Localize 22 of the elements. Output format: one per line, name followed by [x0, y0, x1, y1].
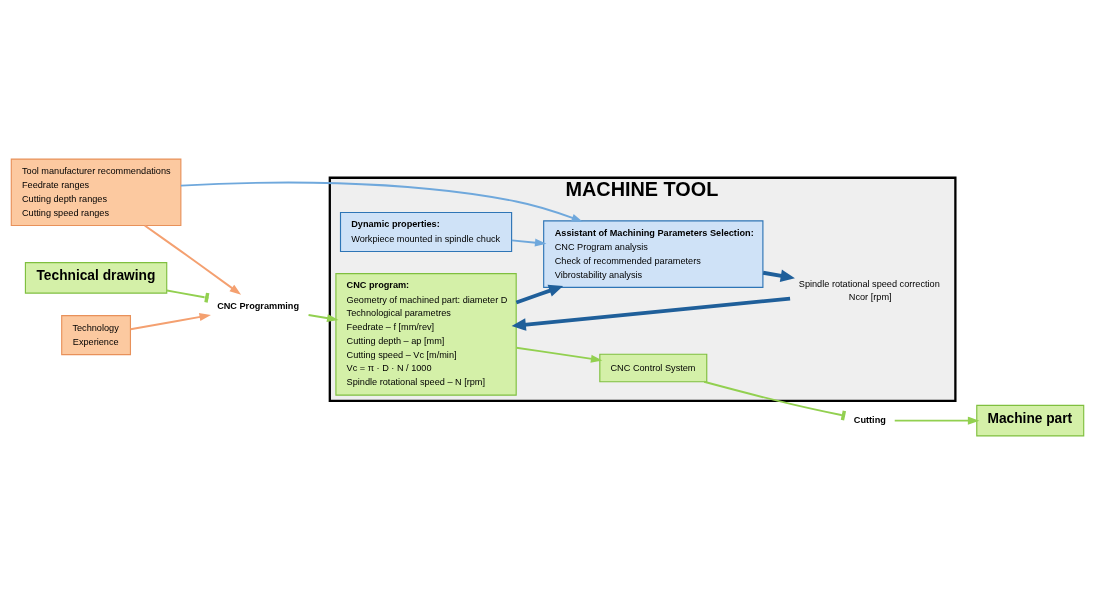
connector — [703, 380, 847, 421]
arrow — [893, 416, 980, 425]
arrow — [510, 238, 547, 247]
node-text: Spindle rotational speed correction Ncor [rpm] — [798, 278, 940, 303]
arrow — [307, 314, 339, 323]
node-text: CNC Programming — [217, 300, 300, 311]
arrow — [515, 284, 564, 305]
arrow — [179, 181, 584, 222]
node-box: Technology Experience — [61, 315, 132, 356]
arrow — [762, 269, 795, 282]
node-box: Tool manufacturer recommendations Feedrate ranges Cutting depth ranges Cutting speed ranges — [10, 158, 182, 227]
node-box: CNC Control System — [599, 353, 708, 383]
node-text: Cutting — [853, 414, 886, 425]
node-box: Dynamic properties: Workpiece mounted in spindle chuck — [339, 211, 513, 253]
arrow — [129, 313, 211, 331]
node-box: Technical drawing — [24, 261, 168, 294]
arrow — [511, 296, 791, 331]
node-box: Machine part — [976, 404, 1085, 437]
arrow — [143, 224, 242, 295]
node-box: Assistant of Machining Parameters Selection: CNC Program analysis Check of recommended parameters Vibrostability analysis — [543, 220, 764, 288]
arrow — [515, 346, 603, 363]
node-box: CNC program: Geometry of machined part: diameter D Technological parametres Feedrate – f [mm/rev] Cutting depth – ap [mm] Cutting speed – Vc [m/min] Vc = π · D · N / 1000 Spindle rotational speed – N [rpm] — [335, 273, 517, 396]
